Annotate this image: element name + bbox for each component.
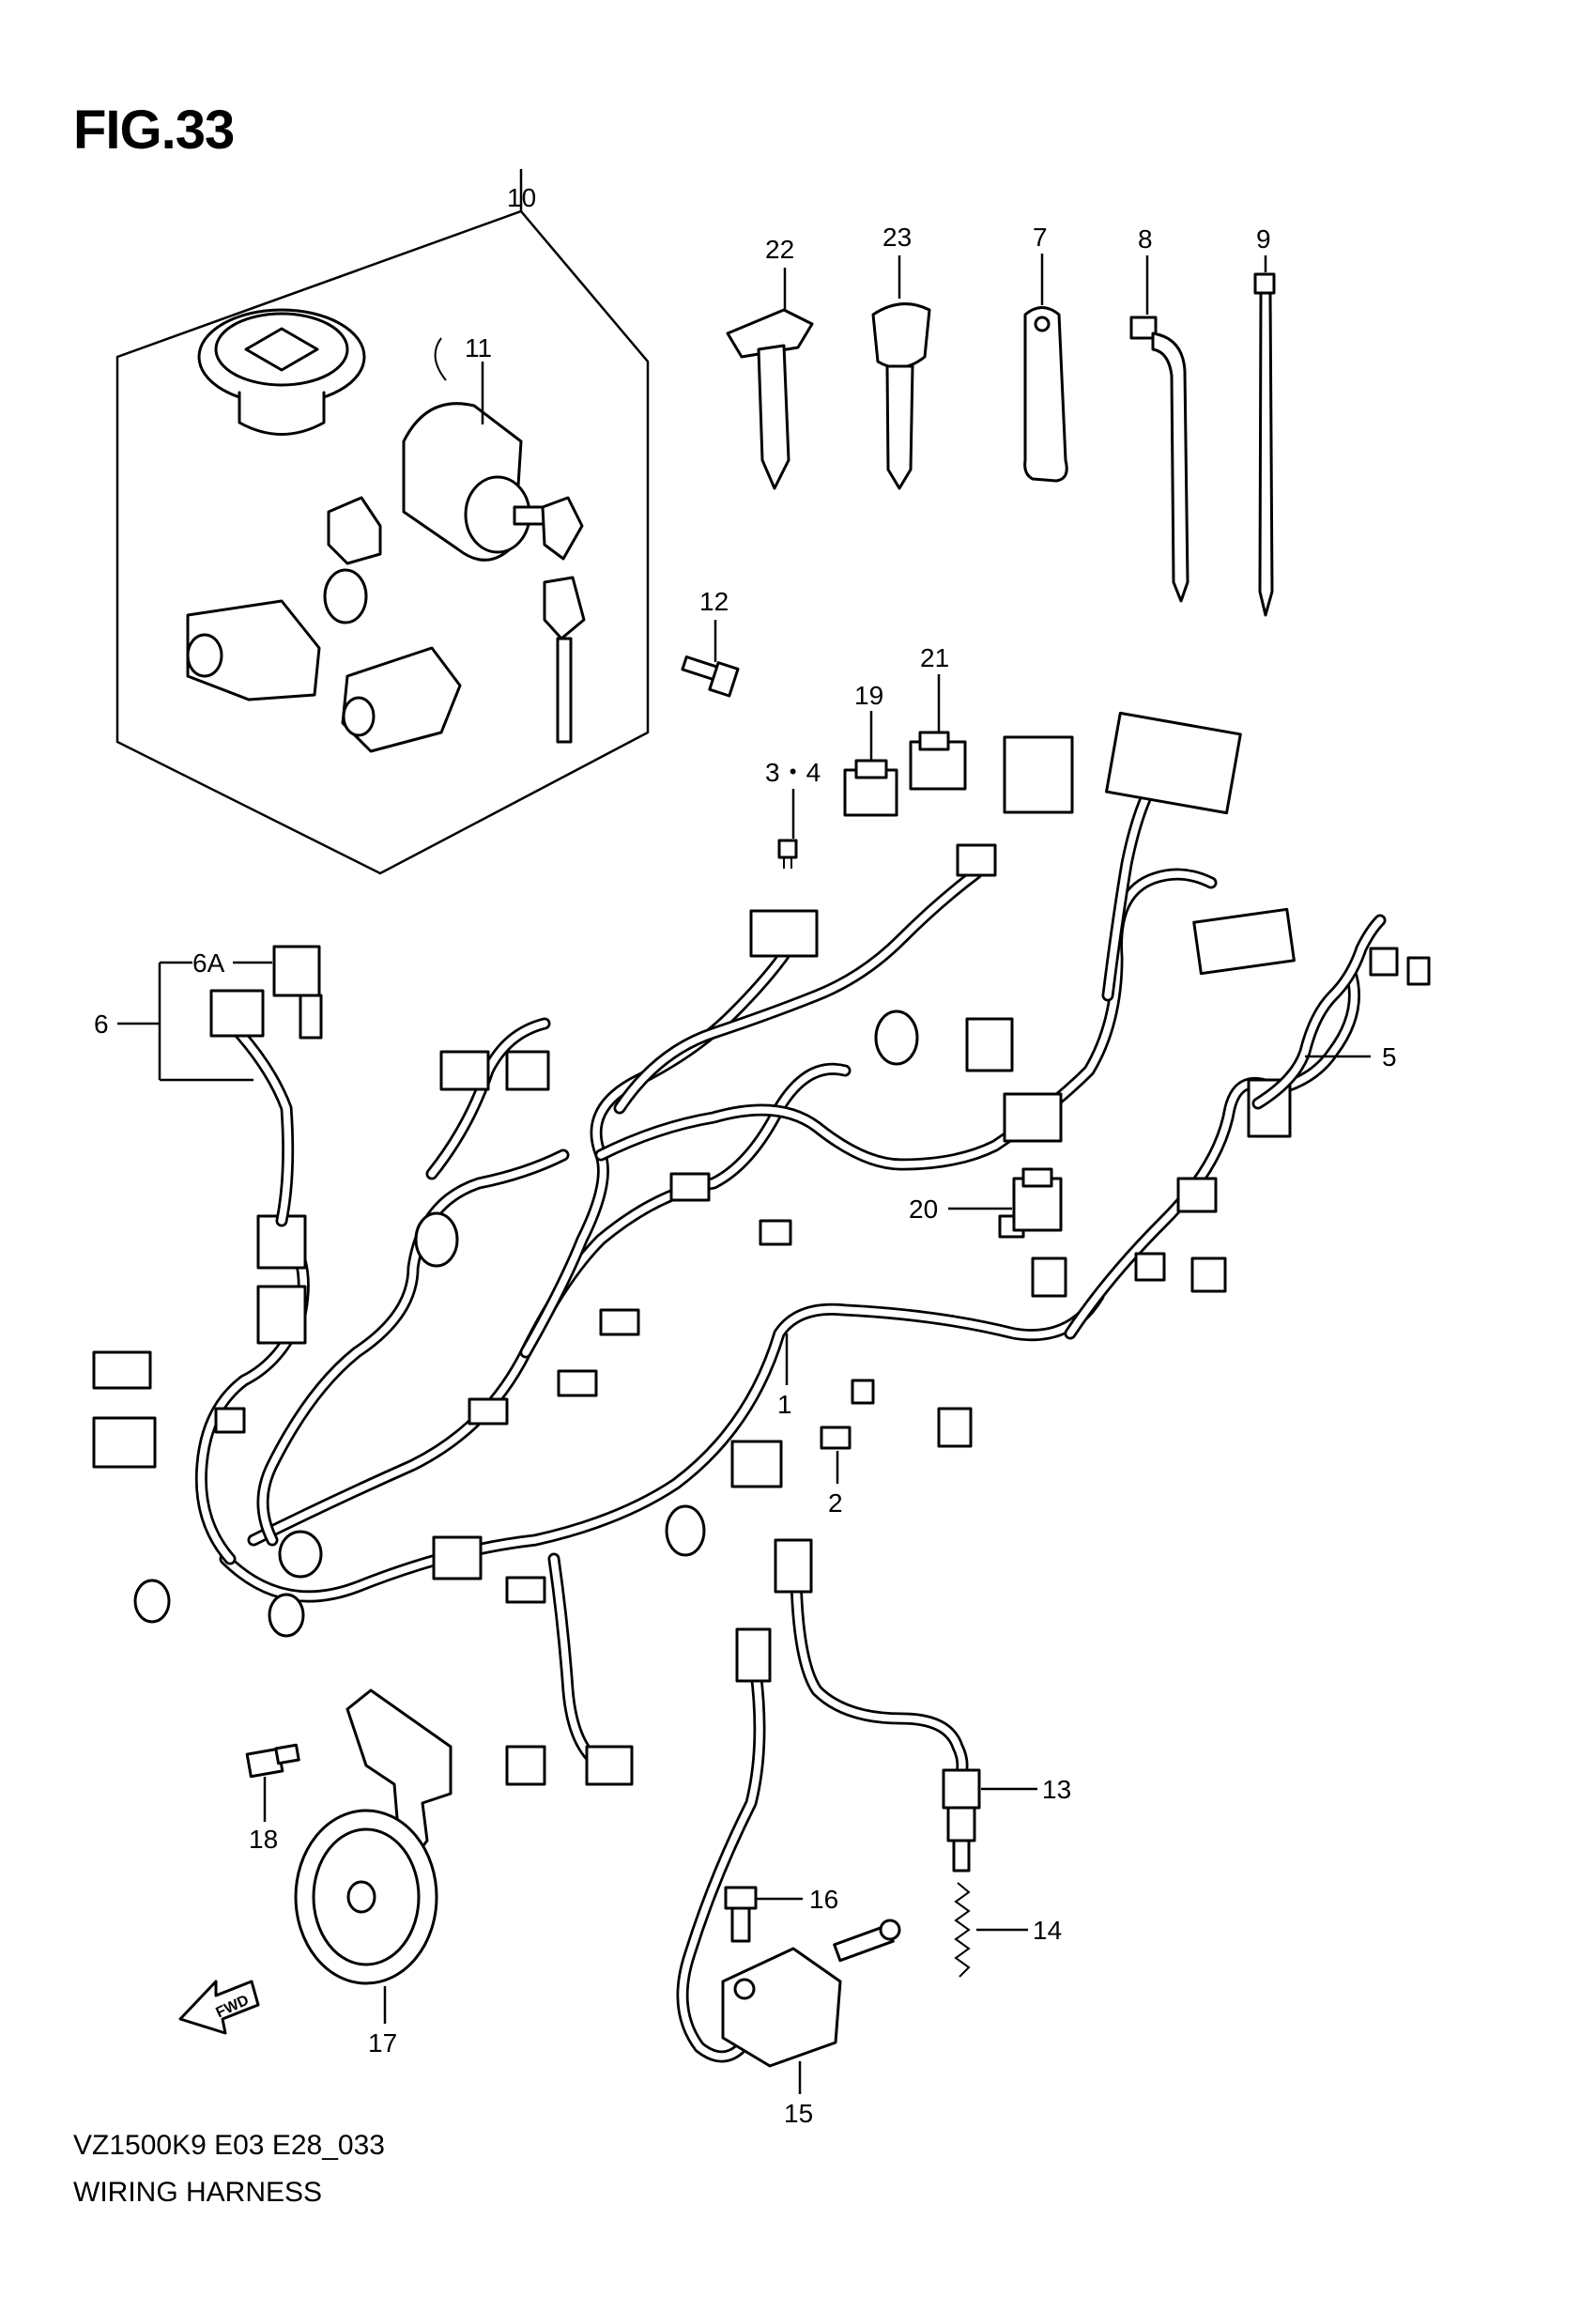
callout-12: 12	[699, 587, 729, 616]
relay-20	[1012, 1167, 1063, 1232]
ignition-switch-set-frame	[115, 169, 650, 875]
callout-5: 5	[1382, 1042, 1397, 1071]
clamp-7	[1023, 306, 1068, 483]
callout-19: 19	[854, 681, 883, 710]
cable-tie-8	[1129, 316, 1189, 603]
fuse-3-4	[777, 839, 798, 869]
callout-2: 2	[828, 1488, 843, 1518]
bolt-16	[724, 1886, 758, 1943]
callout-21: 21	[920, 643, 949, 672]
bolt-18	[245, 1743, 300, 1779]
model-code: VZ1500K9 E03 E28_033	[73, 2130, 385, 2161]
key-blank-23	[871, 302, 931, 490]
callout-13: 13	[1042, 1775, 1071, 1804]
connector-6a	[272, 945, 323, 1040]
callout-17: 17	[368, 2028, 397, 2058]
callout-23: 23	[882, 223, 912, 252]
fwd-arrow: FWD	[178, 1980, 260, 2035]
connector-2	[820, 1426, 852, 1450]
callout-1: 1	[777, 1390, 792, 1419]
figure-name: WIRING HARNESS	[73, 2177, 323, 2208]
callout-20: 20	[909, 1195, 938, 1224]
callout-9: 9	[1256, 224, 1271, 254]
callout-8: 8	[1138, 224, 1153, 254]
steering-lock	[341, 646, 462, 753]
helmet-lock	[186, 599, 321, 701]
callout-11: 11	[465, 333, 492, 362]
horn-17	[294, 1688, 453, 1985]
callout-3-4: 3・4	[765, 758, 821, 787]
callout-22: 22	[765, 235, 794, 264]
relay-21	[909, 731, 967, 791]
fuel-cap-lock-ring	[197, 308, 366, 436]
key-blank-22	[726, 308, 814, 490]
callout-18: 18	[249, 1825, 278, 1854]
harness-connectors	[92, 711, 1431, 1786]
callout-14: 14	[1033, 1916, 1062, 1945]
spring-14	[954, 1882, 971, 1978]
bolt-12	[681, 655, 740, 698]
cable-tie-9	[1253, 272, 1276, 617]
brake-switch-15	[676, 1627, 901, 2068]
switch-13	[774, 1538, 981, 1873]
ignition-switch	[402, 337, 586, 744]
callout-10: 10	[507, 183, 536, 212]
sub-harness-6	[209, 989, 295, 1227]
callout-7: 7	[1033, 223, 1048, 252]
relay-19	[843, 759, 898, 817]
callout-16: 16	[809, 1885, 838, 1914]
sub-harness-5	[1251, 914, 1387, 1110]
callout-15: 15	[784, 2099, 813, 2128]
seat-lock	[323, 496, 382, 624]
figure-title: FIG.33	[73, 100, 235, 161]
callout-6: 6	[94, 1010, 109, 1039]
callout-6a: 6A	[192, 948, 225, 978]
